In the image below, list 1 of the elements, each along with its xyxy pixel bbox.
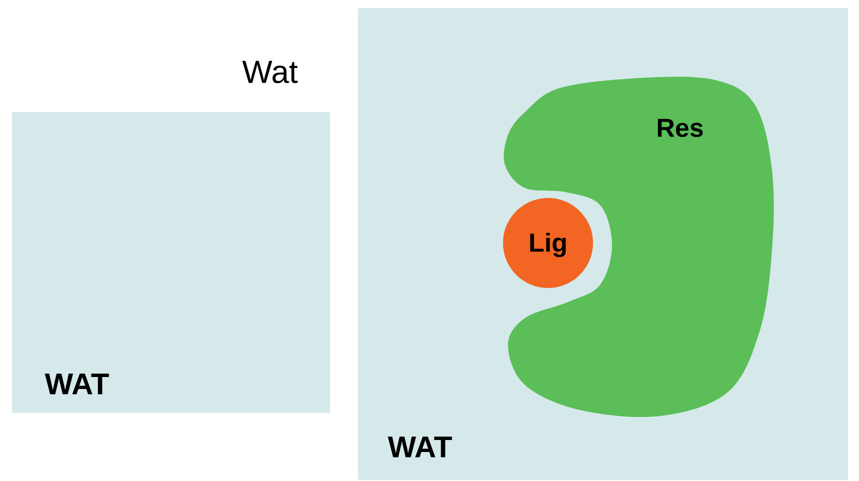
water-box: WAT (12, 112, 330, 413)
